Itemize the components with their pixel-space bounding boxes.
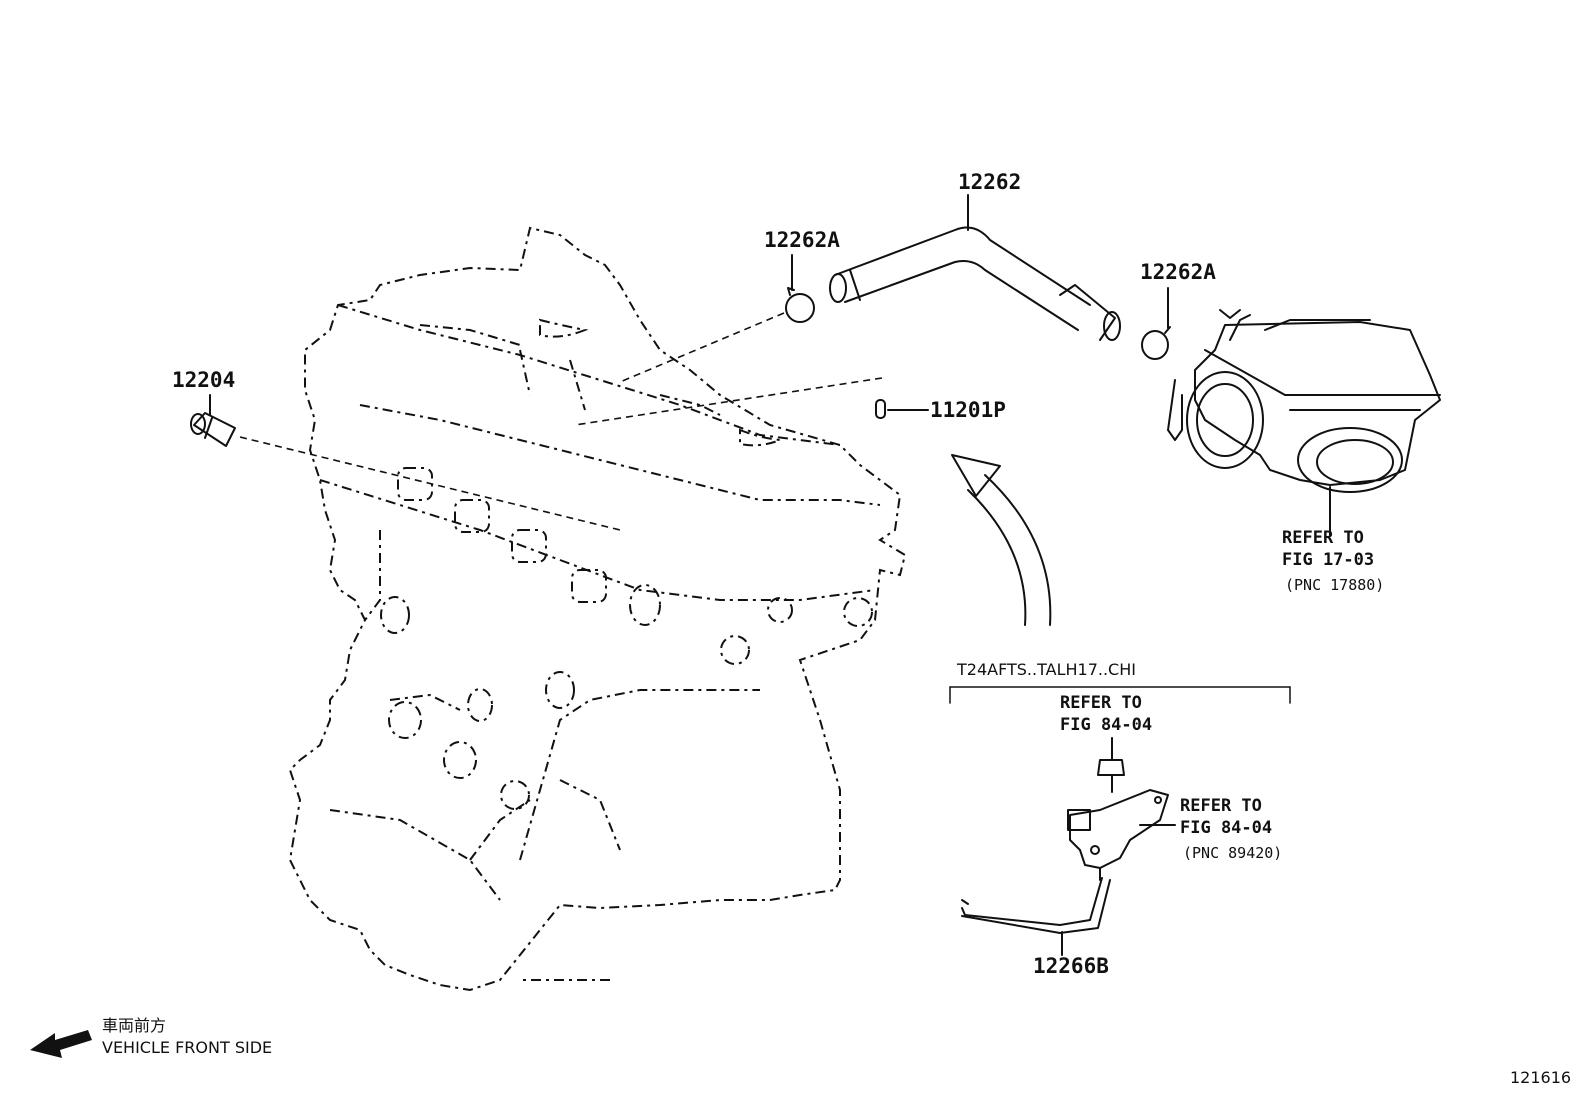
note-sensor-line1: REFER TO [1180,796,1262,816]
clamp-right [1141,287,1171,360]
label-hose-12266b: 12266B [1033,954,1109,978]
direction-arrow [951,454,1052,626]
engine-block-outline [288,226,907,992]
variant-code: T24AFTS..TALH17..CHI [957,660,1136,679]
label-hose-12262: 12262 [958,170,1022,194]
note-bolt-line2: FIG 84-04 [1060,715,1153,735]
note-sensor-line2: FIG 84-04 [1180,818,1273,838]
note-throttle-line3: (PNC 17880) [1285,576,1385,594]
label-clamp-right: 12262A [1140,260,1216,284]
orientation-japanese: 車両前方 [102,1016,167,1035]
note-bolt-line1: REFER TO [1060,693,1142,713]
clamp-left [785,254,815,323]
variant-bracket [949,686,1291,704]
figure-id: 121616 [1510,1068,1572,1087]
plug-12204 [190,394,236,447]
leader-lines [239,312,883,531]
sensor-bracket [1067,789,1176,881]
label-stud-11201p: 11201P [930,398,1006,422]
note-throttle-line2: FIG 17-03 [1282,550,1375,570]
hose-12266b [961,877,1111,956]
label-clamp-left: 12262A [764,228,840,252]
note-throttle-line1: REFER TO [1282,528,1364,548]
throttle-body [1167,309,1441,536]
bolt [1097,737,1125,793]
orientation-english: VEHICLE FRONT SIDE [102,1038,273,1057]
front-side-arrow [30,1030,92,1058]
label-plug-12204: 12204 [172,368,236,392]
note-sensor-line3: (PNC 89420) [1183,844,1283,862]
stud-11201p [875,399,929,419]
hose-12262 [829,194,1121,341]
